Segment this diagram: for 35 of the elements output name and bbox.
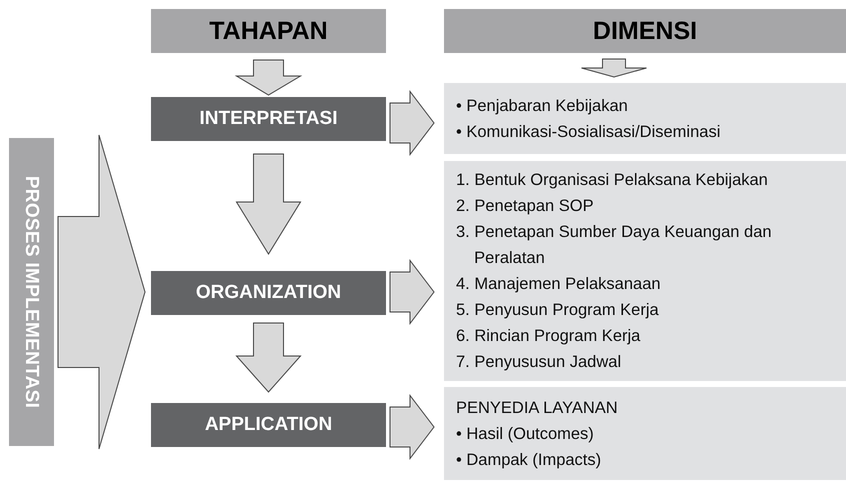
list-item: • Hasil (Outcomes) bbox=[456, 424, 595, 444]
list-item: 4. Manajemen Pelaksanaan bbox=[456, 274, 662, 295]
block-arrow bbox=[58, 134, 146, 450]
block-arrow bbox=[236, 154, 302, 255]
stage-label: INTERPRETASI bbox=[200, 108, 338, 130]
stage-label: APPLICATION bbox=[204, 414, 332, 436]
list-item: • Dampak (Impacts) bbox=[456, 450, 602, 470]
list-item: 1. Bentuk Organisasi Pelaksana Kebijakan bbox=[456, 170, 769, 191]
block-arrow bbox=[581, 58, 647, 78]
block-arrow bbox=[390, 90, 435, 156]
block-arrow bbox=[390, 259, 435, 325]
process-band bbox=[9, 138, 54, 446]
stage-box bbox=[151, 97, 386, 141]
header-box bbox=[151, 9, 386, 53]
block-arrow bbox=[234, 60, 302, 96]
column-heading: TAHAPAN bbox=[209, 16, 328, 46]
list-item: • Komunikasi-Sosialisasi/Diseminasi bbox=[456, 122, 722, 142]
list-item: 6. Rincian Program Kerja bbox=[456, 326, 642, 347]
list-item: • Penjabaran Kebijakan bbox=[456, 96, 629, 116]
dimension-box bbox=[444, 387, 846, 480]
list-item: 5. Penyusun Program Kerja bbox=[456, 300, 660, 321]
list-item: 7. Penyususun Jadwal bbox=[456, 352, 622, 373]
stage-box bbox=[151, 271, 386, 315]
stage-label: ORGANIZATION bbox=[196, 282, 342, 304]
stage-box bbox=[151, 403, 386, 447]
list-item: 3. Penetapan Sumber Daya Keuangan dan Peralatan bbox=[456, 222, 773, 269]
list-item: 2. Penetapan SOP bbox=[456, 196, 595, 217]
list-item: PENYEDIA LAYANAN bbox=[456, 398, 619, 418]
dimension-box bbox=[444, 83, 846, 154]
band-label: PROSES IMPLEMENTASI bbox=[20, 176, 42, 408]
column-heading: DIMENSI bbox=[592, 16, 698, 46]
header-box bbox=[444, 9, 846, 53]
dimension-box bbox=[444, 161, 846, 381]
block-arrow bbox=[390, 394, 435, 460]
block-arrow bbox=[235, 322, 302, 393]
